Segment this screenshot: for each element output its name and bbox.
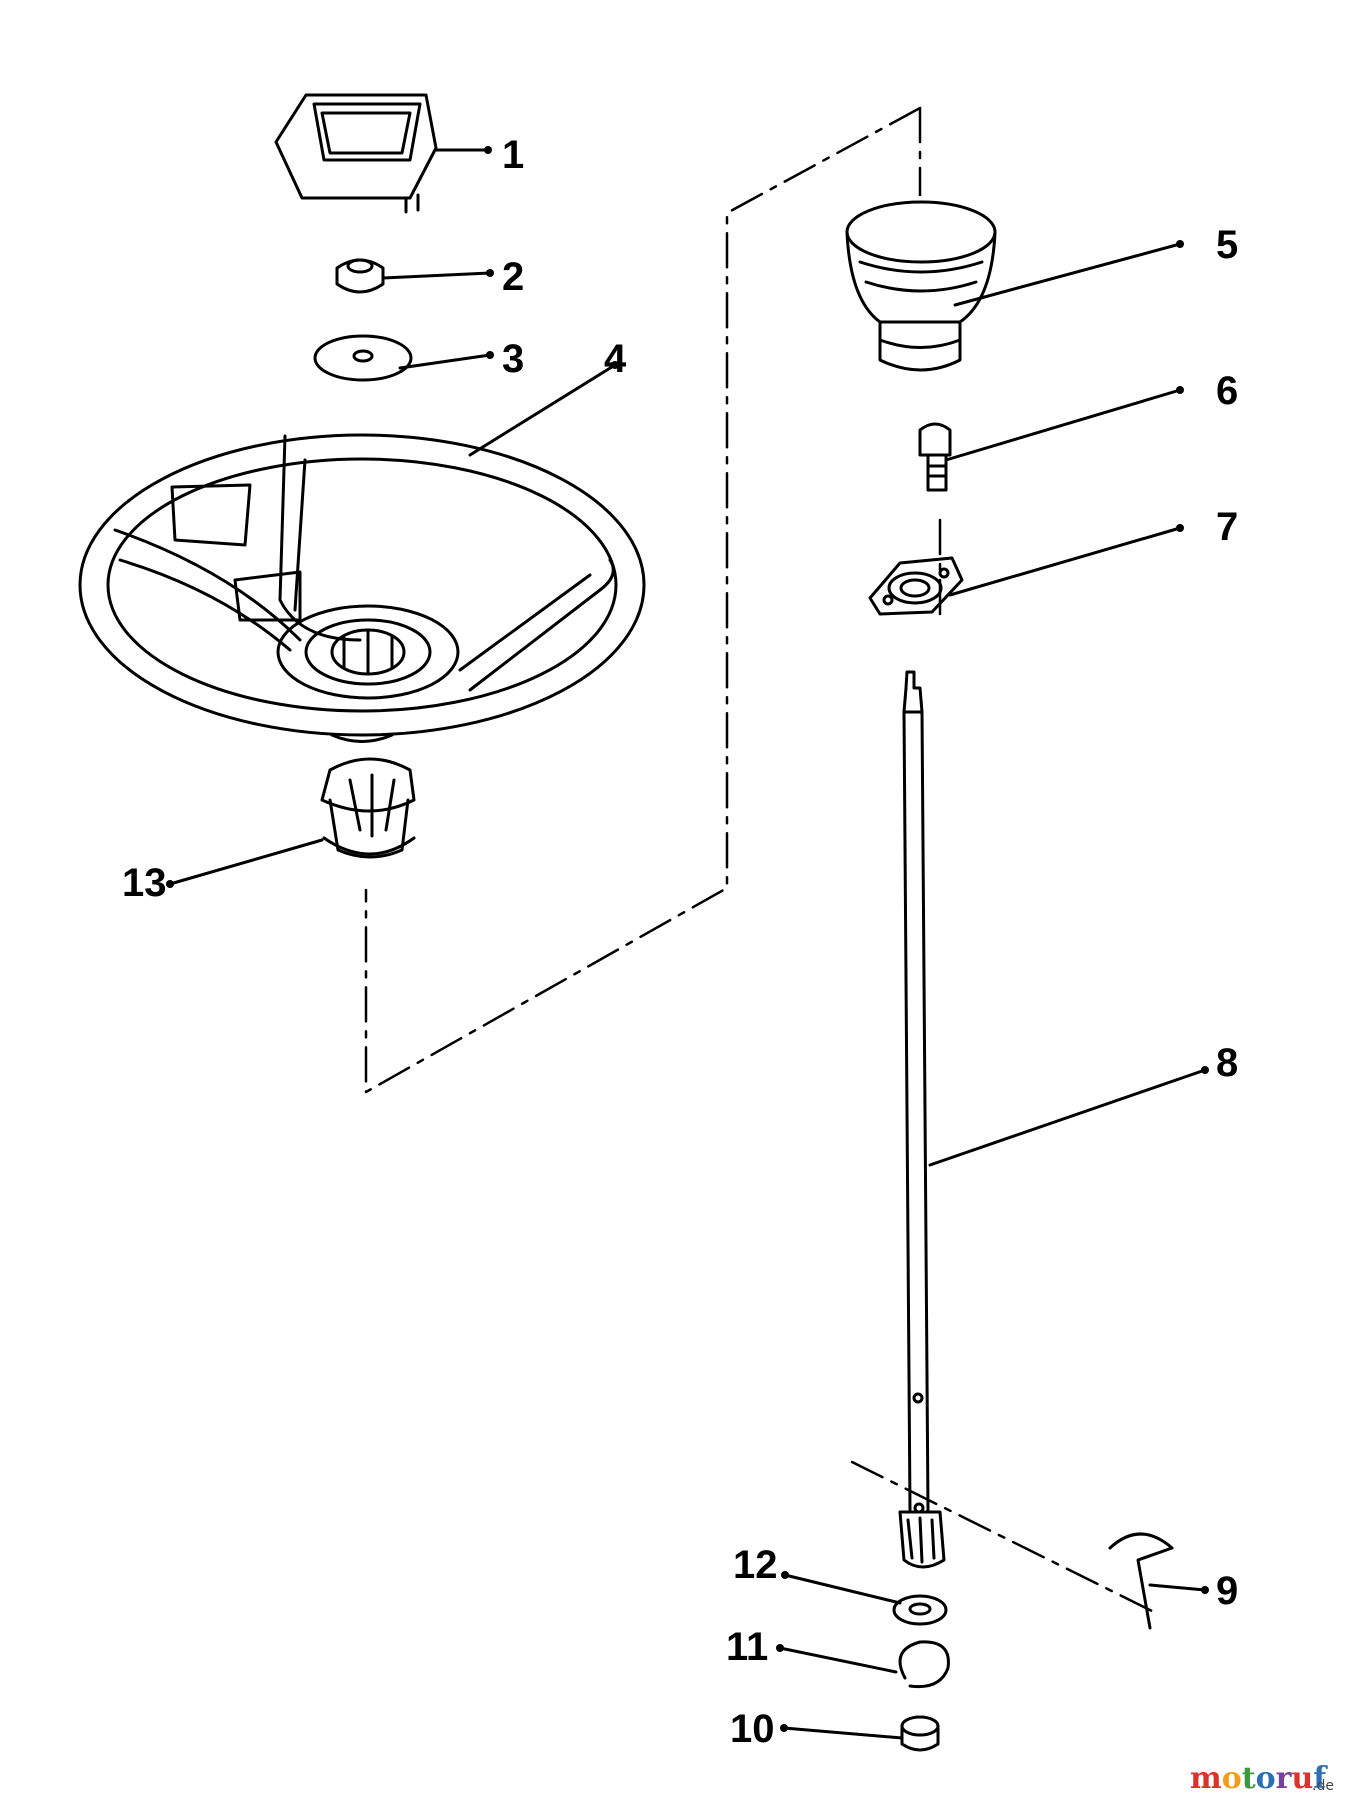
callout-10: 10 <box>730 1707 775 1751</box>
callout-2: 2 <box>502 255 524 299</box>
retaining-ring <box>778 1640 950 1689</box>
assembly-centerline <box>364 106 1162 1617</box>
watermark-letter: t <box>1242 1761 1256 1796</box>
steering-adapter <box>168 757 416 886</box>
watermark-logo: motoruf .de <box>1190 1761 1334 1796</box>
callout-13: 13 <box>122 861 167 905</box>
hairpin-clip <box>1108 1532 1207 1630</box>
callout-6: 6 <box>1216 369 1238 413</box>
steering-shaft <box>898 670 1207 1569</box>
bushing <box>845 200 1182 372</box>
watermark-letter: u <box>1291 1761 1313 1796</box>
watermark-letter: o <box>1256 1761 1276 1796</box>
callout-dots <box>166 146 1209 1732</box>
steering-wheel <box>78 363 646 743</box>
flat-washer <box>783 1573 948 1626</box>
callout-11: 11 <box>726 1625 768 1669</box>
callout-3: 3 <box>502 337 524 381</box>
washer <box>313 334 492 382</box>
watermark-suffix: .de <box>1312 1778 1334 1794</box>
watermark-text: motoruf <box>1190 1761 1328 1796</box>
callout-5: 5 <box>1216 223 1238 267</box>
watermark-letter: f <box>1313 1761 1328 1796</box>
callout-4: 4 <box>604 337 627 381</box>
watermark-letter: m <box>1190 1761 1222 1796</box>
nut <box>335 258 492 294</box>
callout-7: 7 <box>1216 505 1238 549</box>
steering-wheel-cap <box>274 93 490 214</box>
callout-8: 8 <box>1216 1041 1238 1085</box>
flange-bearing <box>868 526 1182 616</box>
callout-1: 1 <box>502 133 524 177</box>
cap <box>782 1715 940 1752</box>
callout-9: 9 <box>1216 1569 1238 1613</box>
bolt <box>918 388 1182 492</box>
callout-12: 12 <box>733 1543 778 1587</box>
watermark-letter: r <box>1276 1761 1293 1796</box>
watermark-letter: o <box>1222 1761 1242 1796</box>
